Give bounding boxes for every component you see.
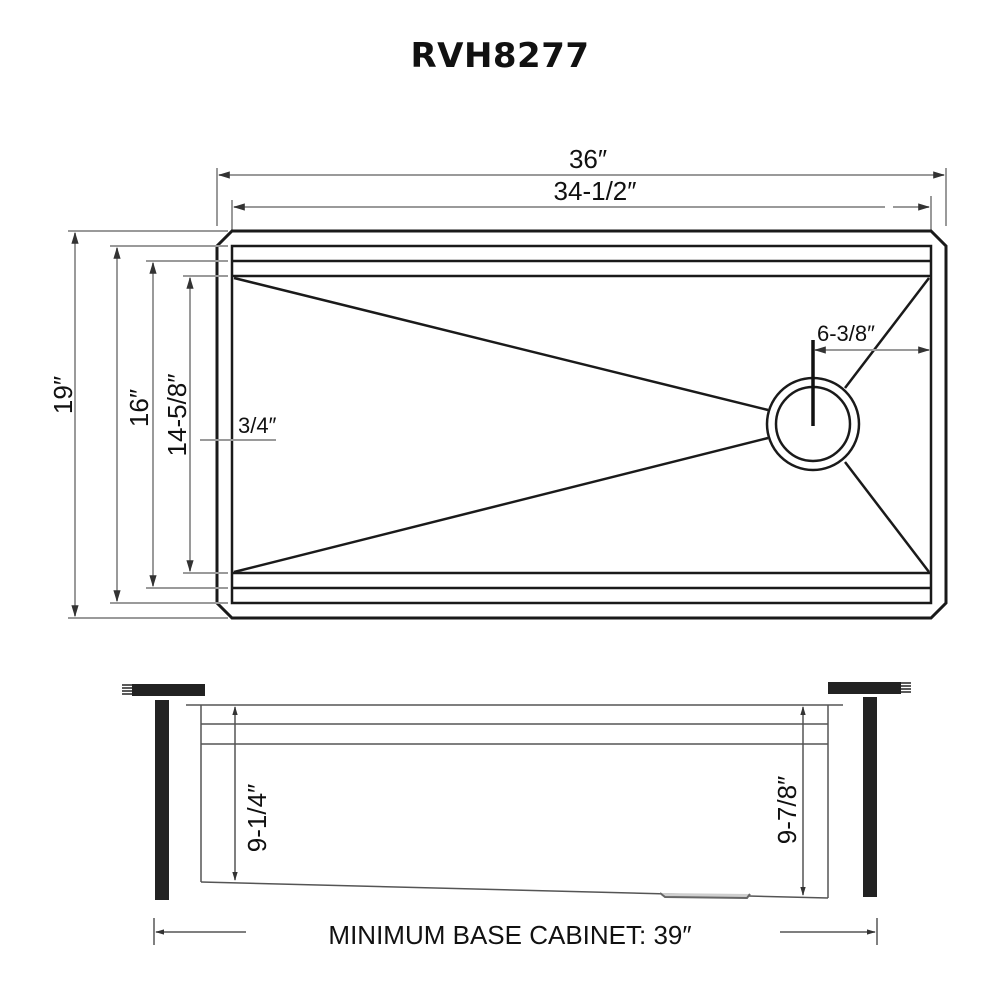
dimension-base-cabinet: MINIMUM BASE CABINET: 39″ <box>153 918 878 950</box>
sink-outer-flange <box>215 229 948 620</box>
dimension-inner-line <box>183 275 228 574</box>
sink-profile <box>186 704 843 900</box>
dimension-36: 36″ <box>216 144 947 226</box>
dimension-drain-offset: 6-3/8″ <box>813 321 931 354</box>
dimension-left-depth: 9-1/4″ <box>232 706 272 881</box>
dim-14-label: 14-5/8″ <box>162 374 192 457</box>
dimension-ledge-offset: 3/4″ <box>200 413 277 441</box>
countertop-left <box>122 684 205 696</box>
side-view: 9-1/4″ 9-7/8″ MINIMUM BASE CABINET: 39″ <box>122 682 911 950</box>
dim-drain-label: 6-3/8″ <box>817 321 875 346</box>
dimension-34-1-2: 34-1/2″ <box>231 176 932 232</box>
dim-ledge-label: 3/4″ <box>238 413 277 438</box>
sink-bowl-outline <box>230 244 933 605</box>
dimension-right-depth: 9-7/8″ <box>772 706 806 896</box>
dimension-19: 19″ <box>48 230 228 619</box>
base-cabinet-label: MINIMUM BASE CABINET: 39″ <box>328 920 691 950</box>
dim-34-label: 34-1/2″ <box>554 176 637 206</box>
drain-outlet <box>659 892 751 900</box>
drain-icon <box>765 340 861 472</box>
dim-36-label: 36″ <box>569 144 607 174</box>
dim-right-depth-label: 9-7/8″ <box>772 776 802 844</box>
dim-left-depth-label: 9-1/4″ <box>242 784 272 852</box>
dim-16-label: 16″ <box>124 389 154 427</box>
model-title: RVH8277 <box>410 36 590 76</box>
cabinet-wall-left <box>155 700 169 900</box>
top-view: 36″ 34-1/2″ <box>48 144 948 620</box>
cabinet-wall-right <box>863 697 877 897</box>
dim-19-label: 19″ <box>48 376 78 414</box>
countertop-right <box>828 682 911 694</box>
dimension-16: 16″ <box>110 245 228 604</box>
